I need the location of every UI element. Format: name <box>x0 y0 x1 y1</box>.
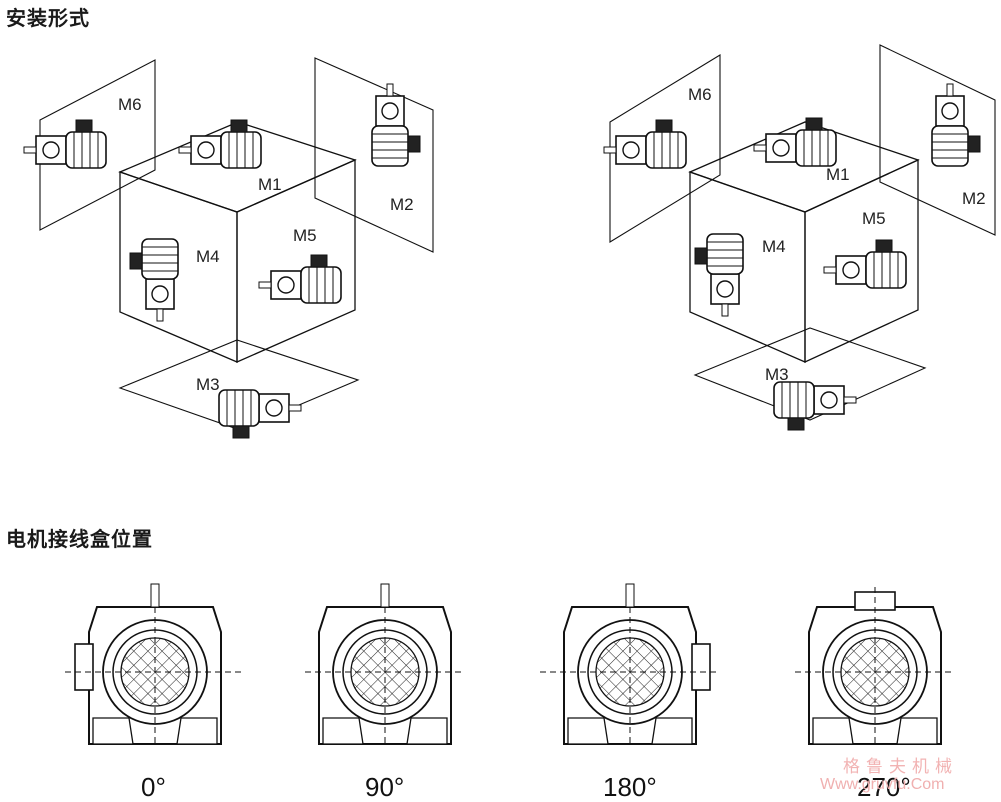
angle-label-0: 0° <box>141 772 166 802</box>
left-assembly: M1 M2 M3 M4 M5 M6 <box>23 57 434 439</box>
terminal-position-180-figure <box>540 583 720 745</box>
left-motor-m1-icon <box>178 119 262 169</box>
terminal-box-position-title: 电机接线盒位置 <box>6 527 153 551</box>
terminal-position-270-figure <box>795 587 955 745</box>
watermark-cn: 格鲁夫机械 <box>843 757 958 777</box>
left-label-m6: M6 <box>118 95 142 114</box>
left-label-m2: M2 <box>390 195 414 214</box>
right-motor-m5-icon <box>823 239 907 289</box>
right-label-m3: M3 <box>765 365 789 384</box>
left-plane-m2 <box>314 57 434 253</box>
right-motor-m1-icon <box>753 117 837 167</box>
angle-label-180: 180° <box>603 772 657 802</box>
left-plane-m3 <box>118 339 360 431</box>
left-label-m4: M4 <box>196 247 220 266</box>
left-label-m5: M5 <box>293 226 317 245</box>
left-label-m3: M3 <box>196 375 220 394</box>
right-assembly: M1 M2 M3 M4 M5 M6 <box>603 44 996 431</box>
left-motor-m5-icon <box>258 254 342 304</box>
right-plane-m3 <box>693 327 927 421</box>
right-motor-m6-icon <box>603 119 687 169</box>
terminal-position-0-figure <box>65 583 245 745</box>
right-label-m6: M6 <box>688 85 712 104</box>
angle-label-90: 90° <box>365 772 404 802</box>
right-motor-m4-icon <box>694 233 744 317</box>
left-label-m1: M1 <box>258 175 282 194</box>
terminal-box-row: 0° 90° 180° 270° <box>65 583 955 802</box>
left-motor-m2-icon <box>371 83 421 167</box>
angle-label-270: 270° <box>857 772 911 802</box>
right-motor-m3-icon <box>773 381 857 431</box>
mounting-forms-title: 安装形式 <box>6 6 90 30</box>
right-plane-m6 <box>609 54 721 243</box>
terminal-box-left <box>74 643 94 691</box>
left-motor-m3-icon <box>218 389 302 439</box>
terminal-box-right <box>691 643 711 691</box>
right-motor-m2-icon <box>931 83 981 167</box>
right-label-m1: M1 <box>826 165 850 184</box>
left-motor-m4-icon <box>129 238 179 322</box>
watermark-url: Www.gruvfu.Com <box>820 776 945 793</box>
terminal-position-90-figure <box>305 583 465 745</box>
left-plane-m6 <box>39 59 156 231</box>
right-label-m5: M5 <box>862 209 886 228</box>
left-motor-m6-icon <box>23 119 107 169</box>
right-plane-m2 <box>879 44 996 236</box>
right-label-m2: M2 <box>962 189 986 208</box>
right-label-m4: M4 <box>762 237 786 256</box>
